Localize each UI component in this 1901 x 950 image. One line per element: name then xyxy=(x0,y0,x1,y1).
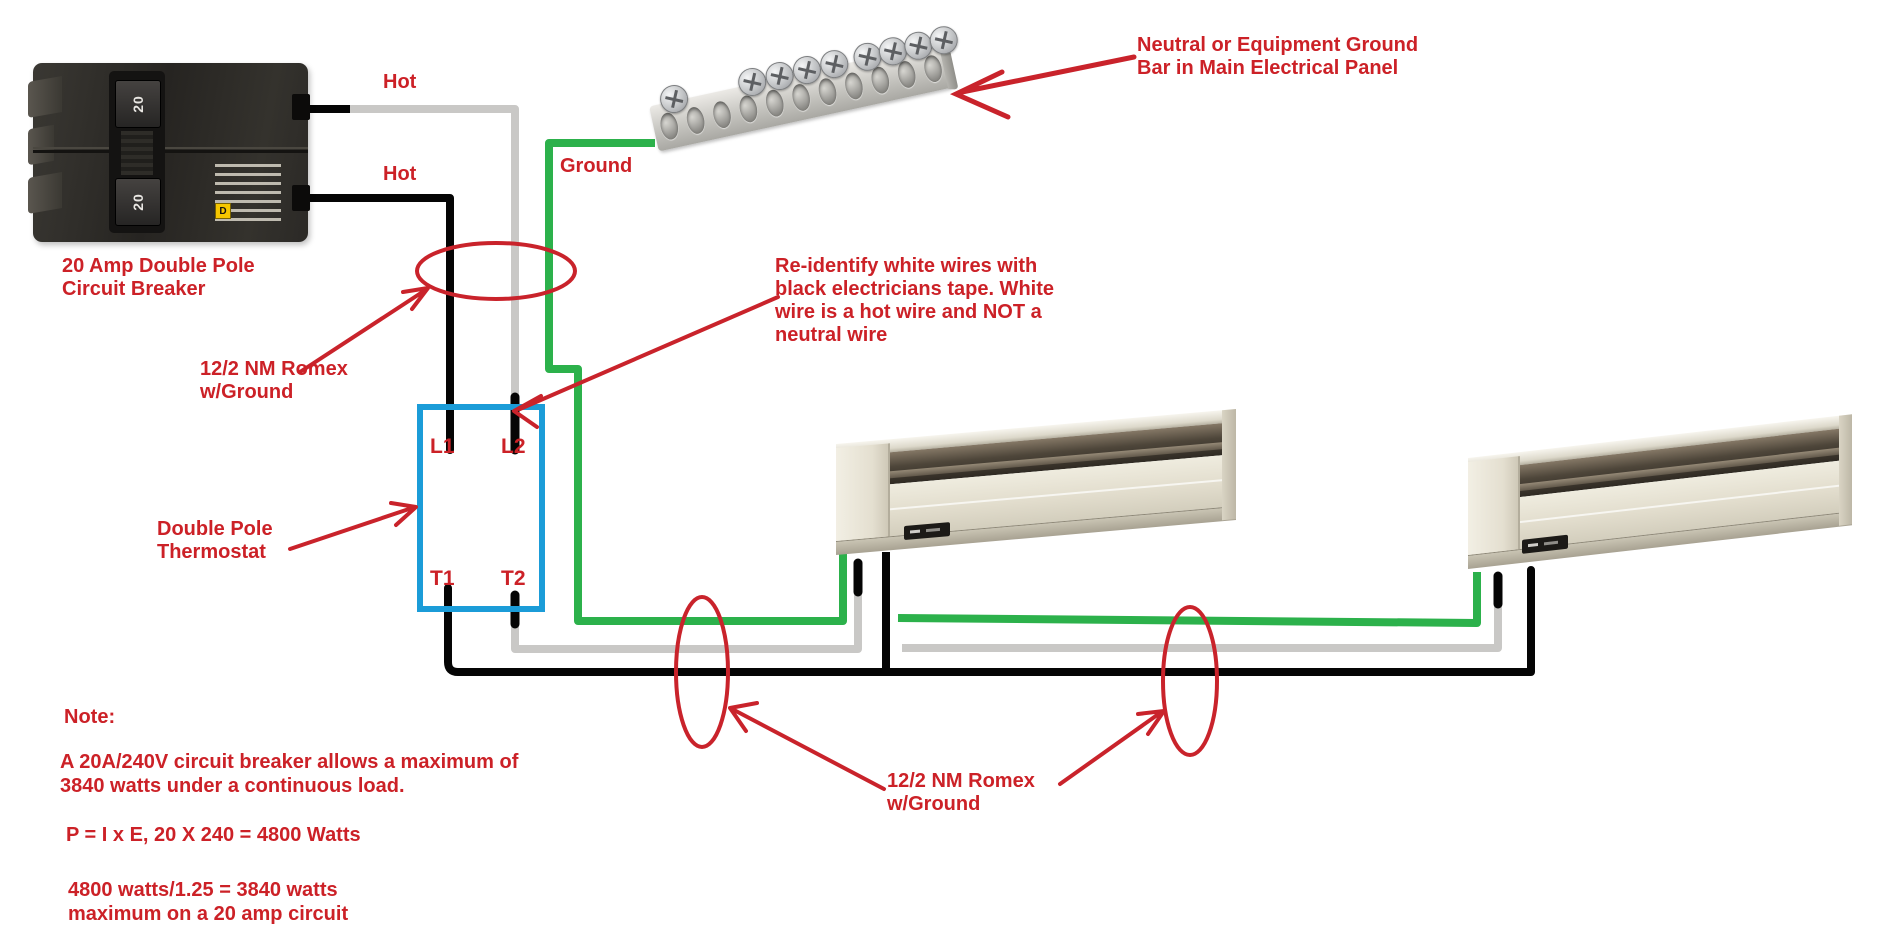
heater-end-cap xyxy=(1838,414,1852,526)
arrow-romex-bottom-right xyxy=(1058,709,1166,786)
breaker-terminal-bottom xyxy=(292,185,310,211)
terminal-label-t2: T2 xyxy=(501,567,526,590)
heater-junction-end xyxy=(1468,456,1520,555)
breaker-handle-pole2: 20 xyxy=(115,178,161,226)
breaker-handle-pole1: 20 xyxy=(115,80,161,128)
thermostat-box xyxy=(417,404,545,612)
arrow-romex-bottom-left xyxy=(728,701,886,791)
note-paragraph-1: A 20A/240V circuit breaker allows a maxi… xyxy=(60,751,519,797)
baseboard-heater-2 xyxy=(1468,414,1852,569)
ground-bar-photo xyxy=(649,23,961,152)
terminal-label-l1: L1 xyxy=(430,435,455,458)
breaker-molded-text xyxy=(121,131,153,175)
note-title: Note: xyxy=(64,706,116,728)
romex-circle-left xyxy=(674,595,730,749)
arrow-reidentify xyxy=(512,295,780,429)
breaker-mount-clip xyxy=(28,76,62,118)
arrow-neutral-bar xyxy=(950,54,1137,120)
ground-bar-hole xyxy=(737,93,760,124)
wire-black-t1-to-heater2 xyxy=(444,566,1535,676)
ground-bar-hole xyxy=(684,105,707,136)
ground-bar-hole xyxy=(816,76,839,107)
breaker-caption: 20 Amp Double Pole Circuit Breaker xyxy=(62,255,255,300)
ground-bar-hole xyxy=(842,70,866,101)
wire-white-heater1-to-heater2 xyxy=(902,602,1502,652)
breaker-terminal-top xyxy=(292,94,310,120)
thermostat-caption: Double Pole Thermostat xyxy=(157,518,273,563)
square-d-logo: D xyxy=(215,203,231,219)
ground-label: Ground xyxy=(560,155,633,177)
romex-label-top: 12/2 NM Romex w/Ground xyxy=(200,358,348,403)
circuit-breaker-photo: 20 20 D xyxy=(28,63,310,242)
note-paragraph-2: P = I x E, 20 X 240 = 4800 Watts xyxy=(66,824,361,846)
breaker-mount-clip xyxy=(28,172,62,214)
romex-circle-right xyxy=(1161,605,1219,757)
breaker-seam-ridge xyxy=(33,147,308,149)
breaker-amp-rating-pole1: 20 xyxy=(129,95,146,113)
breaker-handle-frame: 20 20 xyxy=(109,71,165,233)
baseboard-heater-1 xyxy=(836,409,1236,555)
reidentify-note: Re-identify white wires with black elect… xyxy=(775,255,1054,346)
breaker-amp-rating-pole2: 20 xyxy=(129,193,146,211)
ground-bar-hole xyxy=(710,99,734,130)
note-paragraph-3: 4800 watts/1.25 = 3840 watts maximum on … xyxy=(68,879,349,925)
terminal-label-t1: T1 xyxy=(430,567,455,590)
ground-bar-hole xyxy=(658,111,681,142)
romex-circle-top xyxy=(415,241,577,301)
terminal-label-l2: L2 xyxy=(501,435,526,458)
breaker-seam xyxy=(33,150,308,153)
ground-bar-hole xyxy=(789,82,813,113)
screw-icon xyxy=(657,82,691,116)
wire-white-breaker-to-l2 xyxy=(345,105,519,400)
arrow-thermostat xyxy=(288,501,418,551)
breaker-mount-clip xyxy=(28,124,54,166)
heater-end-cap xyxy=(1222,409,1236,521)
hot-label-top: Hot xyxy=(383,71,417,93)
romex-label-bottom: 12/2 NM Romex w/Ground xyxy=(887,770,1035,815)
wire-white-t2-to-heater1 xyxy=(511,590,862,653)
heater-junction-end xyxy=(836,443,890,541)
screw-icon xyxy=(762,59,797,93)
screw-icon xyxy=(790,53,824,87)
screw-icon xyxy=(927,23,961,57)
ground-bar-hole xyxy=(763,88,786,119)
hot-label-bottom: Hot xyxy=(383,163,417,185)
neutral-bar-label: Neutral or Equipment Ground Bar in Main … xyxy=(1137,34,1419,79)
screw-icon xyxy=(735,65,769,99)
wire-ground-bar-to-heater1 xyxy=(545,139,847,625)
wire-ground-heater1-to-heater2 xyxy=(897,572,1481,627)
